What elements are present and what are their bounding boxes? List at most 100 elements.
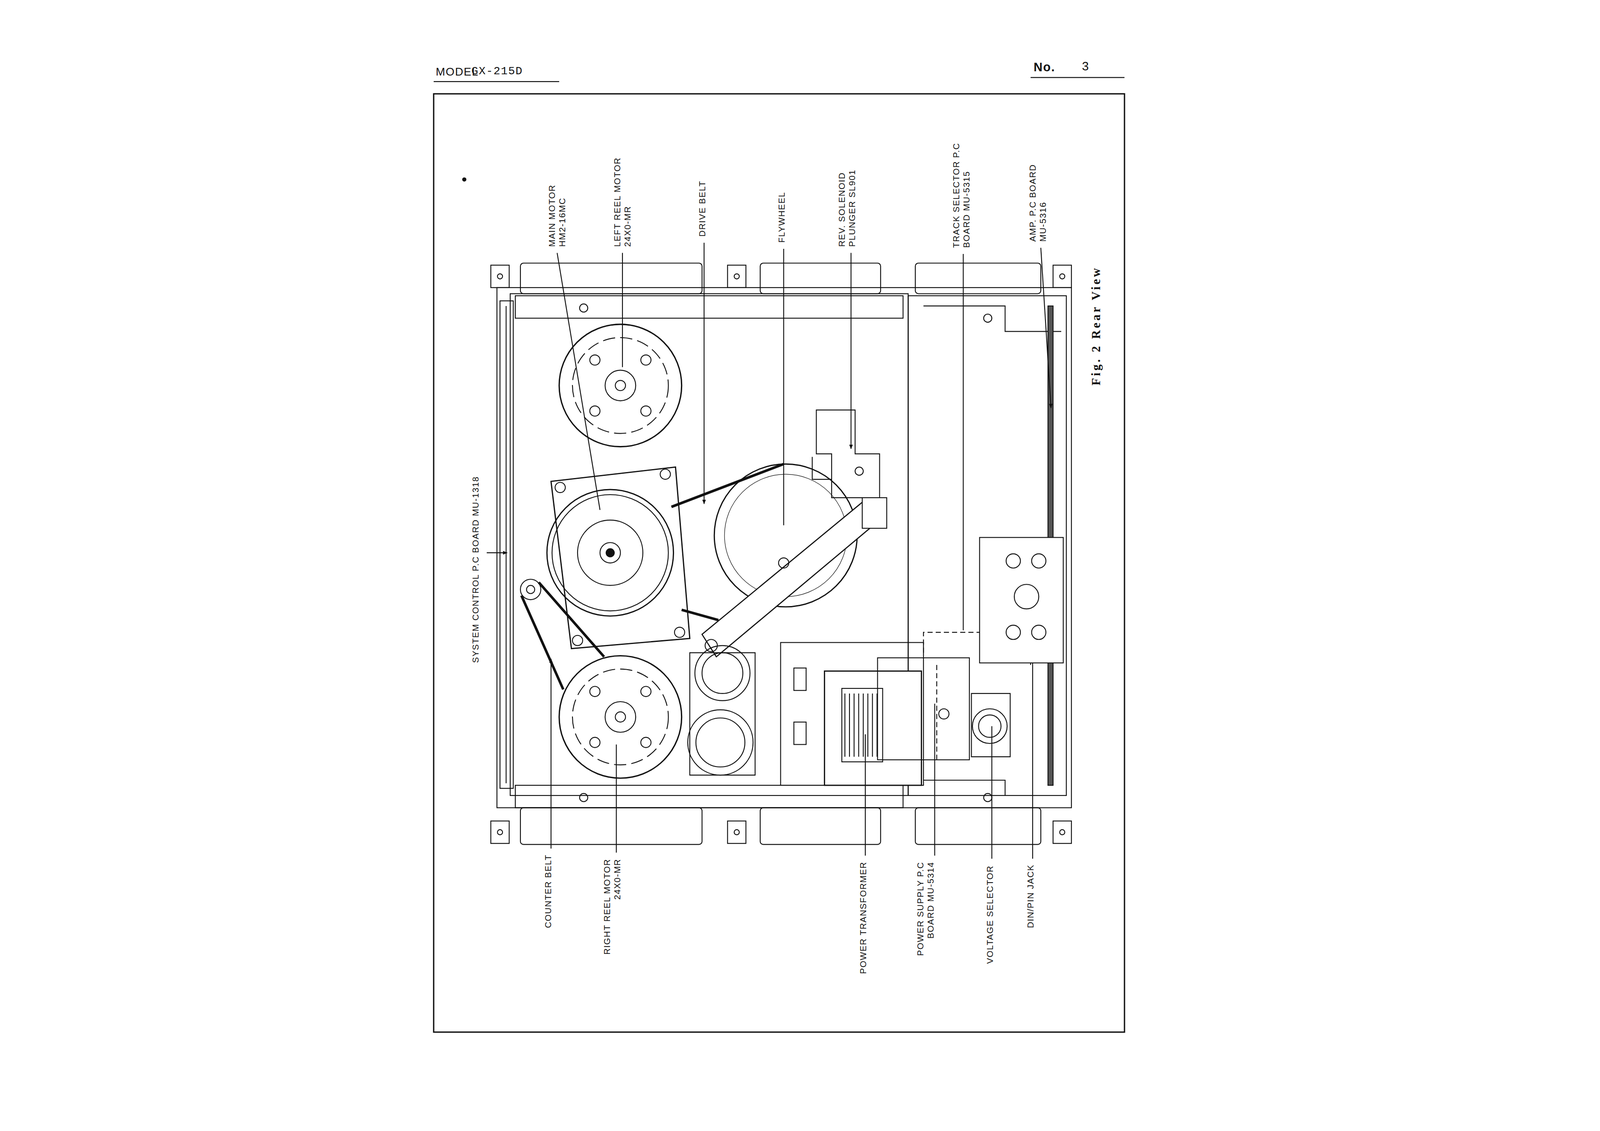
leader-lines-part: [934, 703, 935, 856]
counter-belt-part: [538, 582, 605, 657]
leader-lines-part: [550, 659, 552, 849]
chassis-part: [497, 829, 503, 836]
leader-lines-part: [864, 734, 866, 856]
leader-lines-part: [557, 253, 600, 511]
page-frame-part: [433, 93, 1125, 1033]
left-reel-motor-part: [615, 380, 626, 391]
left-reel-motor-part: [589, 405, 601, 417]
main-motor-part: [674, 627, 685, 638]
din-pin-jack-part: [1006, 554, 1021, 569]
left-reel-motor-part: [640, 355, 652, 366]
leader-lines-part: [1032, 662, 1034, 859]
page-frame-part: [1030, 77, 1125, 79]
power-transformer-part: [853, 693, 855, 757]
power-supply-board: [877, 657, 970, 760]
voltage-selector-part: [978, 715, 1002, 738]
chassis-part: [579, 303, 588, 313]
chassis-part: [496, 287, 1072, 809]
chassis-part: [908, 295, 1066, 796]
chassis-part: [515, 785, 903, 809]
rev-solenoid-part: [862, 497, 887, 529]
chassis-part: [490, 821, 510, 844]
leader-lines-part: [783, 248, 785, 526]
connectors-part: [687, 709, 754, 776]
page-frame-part: [462, 178, 467, 182]
chassis-part: [727, 821, 746, 844]
chassis-part: [734, 829, 740, 836]
counter-belt-part: [520, 579, 541, 600]
part-label: MAIN MOTOR HM2-16MC: [548, 182, 569, 248]
chassis-part: [497, 274, 503, 280]
part-label: DIN/PIN JACK: [1026, 864, 1037, 929]
power-transformer-part: [841, 688, 883, 763]
right-reel-motor-part: [559, 656, 682, 779]
power-transformer-part: [824, 671, 922, 786]
main-motor-part: [546, 489, 674, 617]
counter-belt: [520, 579, 605, 690]
leader-lines: [486, 242, 1052, 859]
connectors-part: [702, 652, 744, 694]
right-reel-motor-part: [640, 686, 652, 697]
power-transformer: [780, 642, 924, 786]
din-pin-jack-part: [1006, 625, 1021, 640]
page-frame: [433, 77, 1125, 1033]
chassis-part: [923, 306, 1062, 332]
figure-caption: Fig. 2 Rear View: [1089, 265, 1104, 386]
part-label: COUNTER BELT: [543, 854, 554, 929]
connectors-part: [694, 645, 751, 701]
left-reel-motor-part: [640, 405, 652, 417]
right-reel-motor: [559, 656, 682, 779]
connectors-part: [695, 718, 745, 768]
left-reel-motor-part: [604, 370, 636, 401]
model-number: GX-215D: [471, 65, 523, 79]
chassis-part: [915, 808, 1041, 845]
chassis: [490, 263, 1072, 845]
rev-solenoid-part: [855, 467, 864, 476]
chassis-part: [1053, 821, 1072, 844]
chassis-part: [490, 265, 510, 288]
right-reel-motor-part: [589, 737, 601, 748]
right-reel-motor-part: [640, 737, 652, 748]
power-transformer-part: [780, 642, 924, 786]
drive-belt-part: [671, 464, 784, 507]
power-supply-board-part: [877, 657, 970, 760]
part-label: REV. SOLENOID PLUNGER SL901: [837, 167, 858, 247]
left-reel-motor-part: [559, 324, 682, 447]
drive-belt-part: [681, 610, 719, 621]
left-reel-motor-part: [589, 355, 601, 366]
voltage-selector-part: [972, 709, 1008, 744]
leader-lines-part: [1040, 248, 1052, 409]
right-reel-motor-part: [615, 712, 626, 723]
power-transformer-part: [794, 668, 807, 691]
system-control-board-part: [505, 306, 507, 784]
part-label: POWER TRANSFORMER: [859, 861, 870, 975]
page-number: 3: [1081, 61, 1090, 76]
din-pin-jack-part: [979, 537, 1064, 663]
main-motor-part: [551, 494, 669, 611]
part-label: RIGHT REEL MOTOR 24X0-MR: [603, 858, 624, 957]
page-label: No.: [1033, 61, 1056, 76]
right-reel-motor-part: [572, 669, 669, 766]
chassis-part: [983, 793, 992, 802]
rev-solenoid-part: [812, 457, 832, 480]
connectors-part: [689, 652, 756, 776]
chassis-part: [760, 263, 881, 295]
leader-lines-part: [991, 726, 993, 859]
din-pin-jack-part: [1014, 584, 1039, 609]
chassis-part: [983, 314, 992, 323]
part-label: TRACK SELECTOR P.C BOARD MU-5315: [951, 140, 973, 249]
chassis-part: [1053, 265, 1072, 288]
power-supply-board-part: [938, 709, 949, 720]
power-transformer-part: [862, 693, 864, 757]
leader-lines-part: [850, 253, 852, 450]
part-label: AMP. P.C BOARD MU-5316: [1028, 162, 1049, 242]
system-control-board-part: [499, 300, 514, 789]
power-transformer-part: [872, 693, 873, 757]
counter-belt-part: [521, 595, 564, 690]
rev-solenoid-part: [816, 410, 880, 499]
rev-solenoid-part: [778, 557, 789, 569]
connectors: [687, 645, 756, 776]
chassis-part: [520, 263, 702, 295]
